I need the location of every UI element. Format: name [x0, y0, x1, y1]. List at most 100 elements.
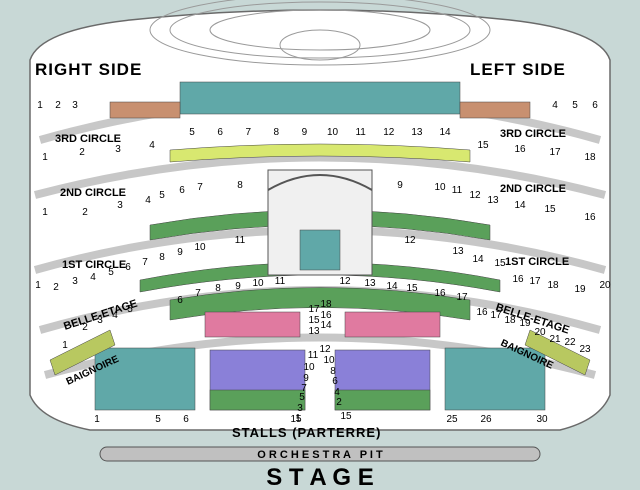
box-number-second-circle-right: 16 — [514, 144, 526, 155]
box-number-third-circle-right: 6 — [592, 100, 598, 111]
box-number-belle-center-right: 14 — [386, 281, 398, 292]
box-number-second-tier-left: 6 — [179, 185, 185, 196]
box-number-parterre-center-left: 13 — [308, 326, 320, 337]
box-number-belle-center-left: 8 — [215, 283, 221, 294]
box-number-second-circle-left: 3 — [115, 144, 121, 155]
box-number-belle-center-right: 17 — [456, 292, 468, 303]
box-number-first-circle-right: 19 — [574, 284, 586, 295]
box-number-stalls-seats-bottom: 5 — [155, 414, 161, 425]
box-number-belle-left: 3 — [97, 315, 103, 326]
box-number-first-circle-left: 6 — [125, 262, 131, 273]
box-number-stalls-rows-right: 4 — [334, 387, 340, 398]
box-number-second-circle-left: 1 — [42, 152, 48, 163]
box-number-stalls-seats-bottom: 15 — [290, 414, 302, 425]
box-number-second-tier-left: 8 — [237, 180, 243, 191]
box-number-stalls-rows-left: 9 — [303, 373, 309, 384]
label-3rd-circle-left: 3RD CIRCLE — [55, 133, 121, 145]
box-number-belle-right: 18 — [504, 315, 516, 326]
box-number-belle-center-right: 13 — [364, 278, 376, 289]
box-number-belle-right: 21 — [549, 334, 561, 345]
box-number-stalls-rows-left: 10 — [303, 362, 315, 373]
label-right-side: RIGHT SIDE — [35, 60, 142, 79]
box-number-belle-left: 2 — [82, 322, 88, 333]
box-number-belle-left: 5 — [127, 304, 133, 315]
label-stalls: STALLS (PARTERRE) — [232, 425, 381, 440]
box-number-stalls-seats-bottom: 26 — [480, 414, 492, 425]
box-number-stalls-rows-right: 2 — [336, 397, 342, 408]
box-number-stalls-rows-left: 11 — [308, 350, 319, 361]
box-number-stalls-seats-bottom: 30 — [536, 414, 548, 425]
box-number-belle-center-right: 15 — [406, 283, 418, 294]
dome — [149, 0, 491, 66]
box-number-third-circle-left: 2 — [55, 100, 61, 111]
box-number-first-circle-left: 7 — [142, 257, 148, 268]
box-number-parterre-center-right: 16 — [320, 310, 332, 321]
box-number-first-circle-right: 20 — [599, 280, 611, 291]
box-number-stalls-seats-bottom: 6 — [183, 414, 189, 425]
box-number-belle-right: 23 — [579, 344, 591, 355]
label-1st-circle-left: 1ST CIRCLE — [62, 259, 126, 271]
box-number-third-circle-center: 5 — [189, 127, 195, 138]
box-number-first-circle-left: 3 — [72, 276, 78, 287]
box-number-belle-center-left: 11 — [275, 276, 286, 287]
box-number-third-circle-center: 8 — [274, 127, 280, 138]
box-number-second-tier-right: 13 — [487, 195, 499, 206]
box-number-first-circle-left: 8 — [159, 252, 165, 263]
box-number-stalls-rows-right: 12 — [319, 344, 331, 355]
box-number-first-circle-left: 10 — [194, 242, 206, 253]
box-number-first-circle-right: 18 — [547, 280, 559, 291]
baignoire-left-seats — [49, 329, 116, 376]
box-number-first-circle-right: 14 — [472, 254, 484, 265]
parterre-pink-left — [204, 311, 301, 338]
box-number-first-circle-right: 15 — [494, 258, 506, 269]
box-number-second-tier-left: 1 — [42, 207, 48, 218]
box-number-belle-right: 19 — [519, 318, 531, 329]
box-number-third-circle-center: 6 — [217, 127, 223, 138]
box-number-second-tier-right: 10 — [434, 182, 446, 193]
box-number-second-tier-right: 12 — [469, 190, 481, 201]
box-number-stalls-seats-bottom: 15 — [340, 411, 352, 422]
box-number-second-tier-right: 11 — [452, 185, 463, 196]
seat-blocks — [49, 81, 591, 411]
box-number-belle-center-left: 6 — [177, 295, 183, 306]
gallery-block — [179, 81, 461, 115]
box-number-parterre-center-right: 18 — [320, 299, 332, 310]
box-number-second-circle-left: 4 — [149, 140, 155, 151]
box-number-second-circle-left: 2 — [79, 147, 85, 158]
box-number-second-tier-right: 16 — [584, 212, 596, 223]
label-orchestra-pit: O R C H E S T R A P I T — [257, 449, 383, 461]
box-number-belle-right: 22 — [564, 337, 576, 348]
box-number-third-circle-center: 9 — [302, 127, 308, 138]
second-circle-seats — [149, 209, 491, 241]
box-number-belle-left: 1 — [62, 340, 68, 351]
box-number-third-circle-center: 12 — [383, 127, 395, 138]
box-number-third-circle-right: 4 — [552, 100, 558, 111]
box-number-first-circle-right: 17 — [529, 276, 541, 287]
label-2nd-circle-left: 2ND CIRCLE — [60, 187, 126, 199]
box-number-first-circle-right: 12 — [404, 235, 416, 246]
box-number-belle-center-left: 7 — [195, 288, 201, 299]
label-1st-circle-right: 1ST CIRCLE — [505, 256, 569, 268]
box-number-stalls-seats-bottom: 1 — [94, 414, 100, 425]
label-stage: S T A G E — [266, 464, 374, 490]
label-left-side: LEFT SIDE — [470, 60, 566, 79]
stalls-right-front — [334, 389, 431, 411]
box-number-stalls-rows-left: 1 — [295, 413, 301, 424]
box-number-first-circle-left: 2 — [53, 282, 59, 293]
baignoire-right-seats — [524, 329, 591, 376]
box-number-stalls-rows-right: 10 — [323, 355, 335, 366]
box-number-second-tier-left: 4 — [145, 195, 151, 206]
box-number-belle-left: 4 — [112, 310, 118, 321]
box-number-second-tier-right: 14 — [514, 200, 526, 211]
box-number-first-circle-left: 11 — [235, 235, 246, 246]
box-number-third-circle-center: 13 — [411, 127, 423, 138]
box-number-belle-right: 20 — [534, 327, 546, 338]
box-number-first-circle-right: 16 — [512, 274, 524, 285]
box-number-stalls-rows-left: 7 — [301, 383, 307, 394]
gallery-side-right — [459, 101, 531, 119]
box-number-parterre-center-right: 14 — [320, 320, 332, 331]
box-number-stalls-seats-bottom: 25 — [446, 414, 458, 425]
parterre-pink-right — [344, 311, 441, 338]
